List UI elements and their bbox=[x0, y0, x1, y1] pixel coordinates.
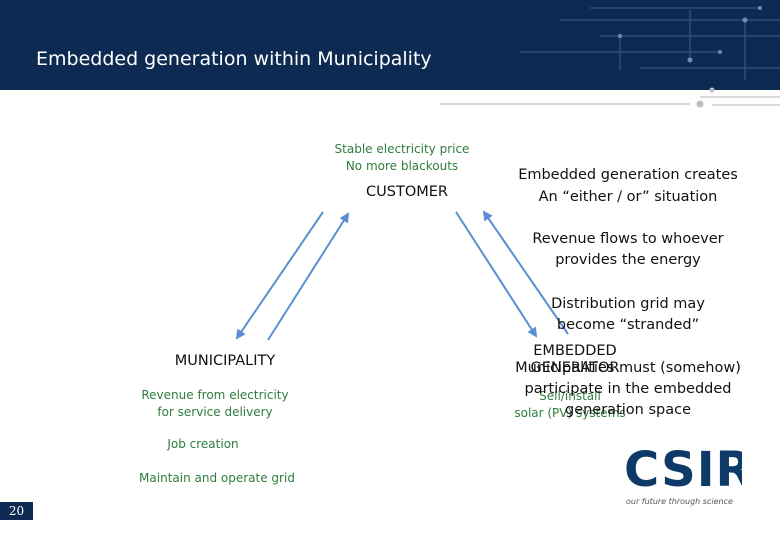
svg-text:CSIR: CSIR bbox=[624, 442, 742, 498]
note-revenue-flows-line2: provides the energy bbox=[555, 252, 701, 268]
customer-benefits: Stable electricity price No more blackou… bbox=[332, 141, 472, 175]
note-stranded-grid-line2: become “stranded” bbox=[556, 317, 700, 333]
customer-benefit-price: Stable electricity price bbox=[334, 142, 470, 156]
municipality-label: MUNICIPALITY bbox=[174, 353, 276, 369]
note-participation-line3: generation space bbox=[564, 402, 691, 418]
page-title: Embedded generation within Municipality bbox=[36, 48, 432, 70]
note-municipal-participation: Municipalities must (somehow) participat… bbox=[503, 358, 753, 421]
customer-label: CUSTOMER bbox=[366, 184, 448, 200]
arrow-customer-to-generator bbox=[455, 211, 538, 338]
note-either-or: Embedded generation creates An “either /… bbox=[508, 164, 748, 208]
arrow-customer-to-municipality bbox=[235, 211, 324, 340]
csir-logo: CSIR our future through science bbox=[622, 438, 753, 515]
note-revenue-flows-line1: Revenue flows to whoever bbox=[532, 231, 724, 247]
generator-label-line1: EMBEDDED bbox=[533, 343, 617, 359]
note-revenue-flows: Revenue flows to whoever provides the en… bbox=[508, 229, 748, 271]
generator-action: Sell/install solar (PV) systems bbox=[510, 388, 630, 422]
csir-logo-mark: CSIR our future through science bbox=[624, 442, 753, 506]
note-participation-line1: Municipalities must (somehow) bbox=[515, 360, 741, 376]
municipality-revenue-point: Revenue from electricity for service del… bbox=[135, 387, 295, 421]
circuit-decoration bbox=[520, 6, 780, 80]
note-stranded-grid: Distribution grid may become “stranded” bbox=[508, 294, 748, 336]
generator-label-line2: GENERATOR bbox=[530, 360, 620, 376]
arrow-municipality-to-customer bbox=[267, 212, 350, 341]
municipality-job-creation: Job creation bbox=[167, 437, 239, 451]
municipality-grid-point: Maintain and operate grid bbox=[139, 471, 295, 485]
note-either-or-line1: Embedded generation creates bbox=[518, 167, 738, 183]
header-banner: Embedded generation within Municipality bbox=[0, 0, 780, 90]
note-either-or-line2: An “either / or” situation bbox=[538, 189, 718, 205]
svg-text:our future through science: our future through science bbox=[626, 497, 733, 506]
header-underline-decoration bbox=[440, 87, 780, 108]
generator-label: EMBEDDED GENERATOR bbox=[520, 343, 630, 377]
arrow-generator-to-customer bbox=[482, 210, 569, 335]
generator-action-line2: solar (PV) systems bbox=[514, 406, 626, 420]
municipality-revenue-line2: for service delivery bbox=[157, 405, 273, 419]
slide-number: 20 bbox=[0, 502, 33, 520]
generator-action-line1: Sell/install bbox=[539, 389, 601, 403]
note-stranded-grid-line1: Distribution grid may bbox=[551, 296, 705, 312]
customer-benefit-blackouts: No more blackouts bbox=[345, 159, 459, 173]
note-participation-line2: participate in the embedded bbox=[524, 381, 732, 397]
municipality-revenue-line1: Revenue from electricity bbox=[141, 388, 289, 402]
